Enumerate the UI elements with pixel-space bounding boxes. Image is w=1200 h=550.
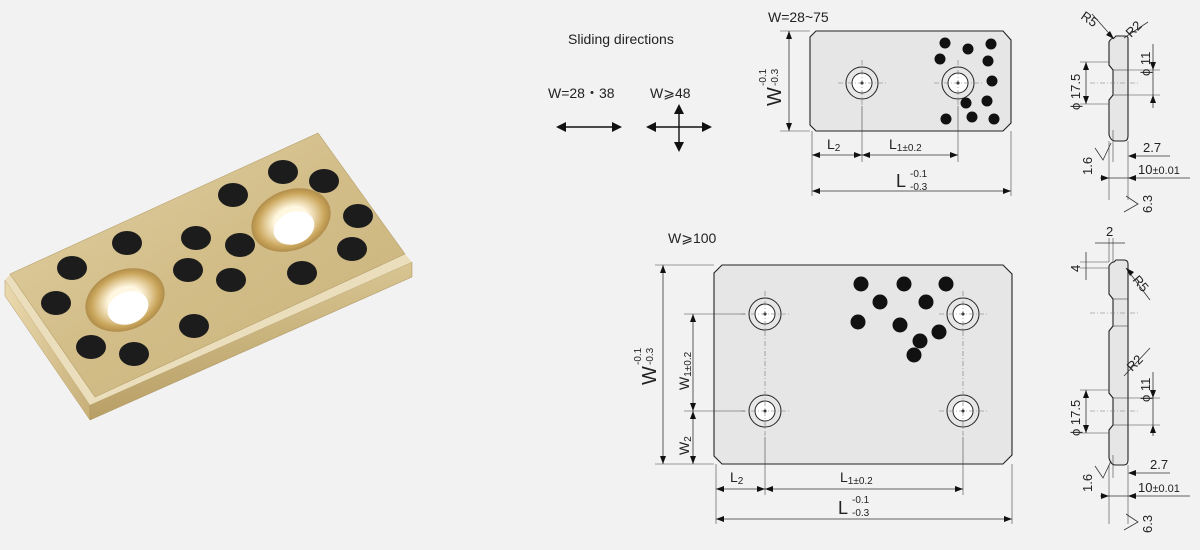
bottom-l-label: L xyxy=(838,498,848,518)
side-top-surface-finish-left-icon xyxy=(1094,142,1112,161)
sliding-directions-title: Sliding directions xyxy=(568,31,674,47)
top-w-tol-lower: -0.3 xyxy=(770,68,781,86)
side-bottom-d10: 10±0.01 xyxy=(1138,480,1180,495)
top-l-tol-upper: -0.1 xyxy=(910,169,928,180)
counterbore-hole-1 xyxy=(85,268,165,332)
sliding-directions: Sliding directions W=28・38 W⩾48 xyxy=(548,31,712,152)
bottom-plate-drawing: W⩾100 xyxy=(633,230,1013,524)
sliding-w-large-label: W⩾48 xyxy=(650,85,691,101)
top-plate-drawing: W=28~75 xyxy=(758,9,1012,196)
counterbore-hole-2 xyxy=(251,188,331,252)
top-w-tol-upper: -0.1 xyxy=(758,68,769,86)
bottom-plate-outline xyxy=(713,264,1013,465)
bottom-w2-label: W2 xyxy=(676,436,694,455)
side-top-d63: 6.3 xyxy=(1140,195,1155,213)
bottom-width-range-label: W⩾100 xyxy=(668,230,717,246)
top-w-label: W xyxy=(764,87,786,106)
bottom-w-tol-upper: -0.1 xyxy=(633,347,644,365)
side-bottom-phi175: ϕ 17.5 xyxy=(1068,400,1083,436)
side-top-d27: 2.7 xyxy=(1143,140,1161,155)
side-bottom-profile xyxy=(1108,259,1129,466)
side-top-d16: 1.6 xyxy=(1080,157,1095,175)
side-view-bottom: 2 4 R5 R2 ϕ 11 ϕ 17.5 2.7 xyxy=(1068,224,1190,533)
top-l1-label: L1±0.2 xyxy=(889,136,922,154)
four-way-arrow-icon xyxy=(646,104,712,152)
two-way-arrow-icon xyxy=(556,122,622,132)
top-l-tol-lower: -0.3 xyxy=(910,182,928,193)
top-plate-outline xyxy=(809,30,1012,132)
product-illustration xyxy=(4,132,413,421)
top-l-label: L xyxy=(896,171,906,191)
bottom-l2-label: L2 xyxy=(730,469,744,487)
bottom-w-tol-lower: -0.3 xyxy=(645,347,656,365)
side-top-phi175: ϕ 17.5 xyxy=(1068,74,1083,110)
bottom-l-tol-upper: -0.1 xyxy=(852,495,870,506)
side-bottom-d2: 2 xyxy=(1106,224,1113,239)
side-top-profile xyxy=(1108,35,1129,142)
bottom-graphite-plugs xyxy=(850,276,954,363)
side-bottom-d63: 6.3 xyxy=(1140,515,1155,533)
side-top-r5: R5 xyxy=(1078,8,1100,30)
top-width-range-label: W=28~75 xyxy=(768,9,829,25)
side-view-top: R5 R2 ϕ 11 ϕ 17.5 2.7 10±0.01 1.6 xyxy=(1068,8,1190,213)
side-bottom-surface-finish-bottom-icon xyxy=(1123,513,1139,531)
graphite-plugs xyxy=(41,160,373,366)
side-bottom-phi11: ϕ 11 xyxy=(1138,378,1153,402)
bottom-w1-label: W1±0.2 xyxy=(676,351,694,390)
side-bottom-d16: 1.6 xyxy=(1080,474,1095,492)
top-graphite-plugs xyxy=(934,37,1000,125)
sliding-w-small-label: W=28・38 xyxy=(548,85,615,101)
side-top-phi11: ϕ 11 xyxy=(1138,52,1153,76)
top-l2-label: L2 xyxy=(827,136,841,154)
bottom-w-label: W xyxy=(639,366,661,385)
side-bottom-surface-finish-left-icon xyxy=(1094,460,1112,479)
side-top-surface-finish-bottom-icon xyxy=(1123,195,1139,213)
bottom-l-tol-lower: -0.3 xyxy=(852,508,870,519)
side-bottom-d4: 4 xyxy=(1068,265,1083,272)
side-bottom-r5: R5 xyxy=(1130,272,1152,294)
bottom-l1-label: L1±0.2 xyxy=(840,469,873,487)
side-bottom-d27: 2.7 xyxy=(1150,457,1168,472)
side-top-d10: 10±0.01 xyxy=(1138,162,1180,177)
